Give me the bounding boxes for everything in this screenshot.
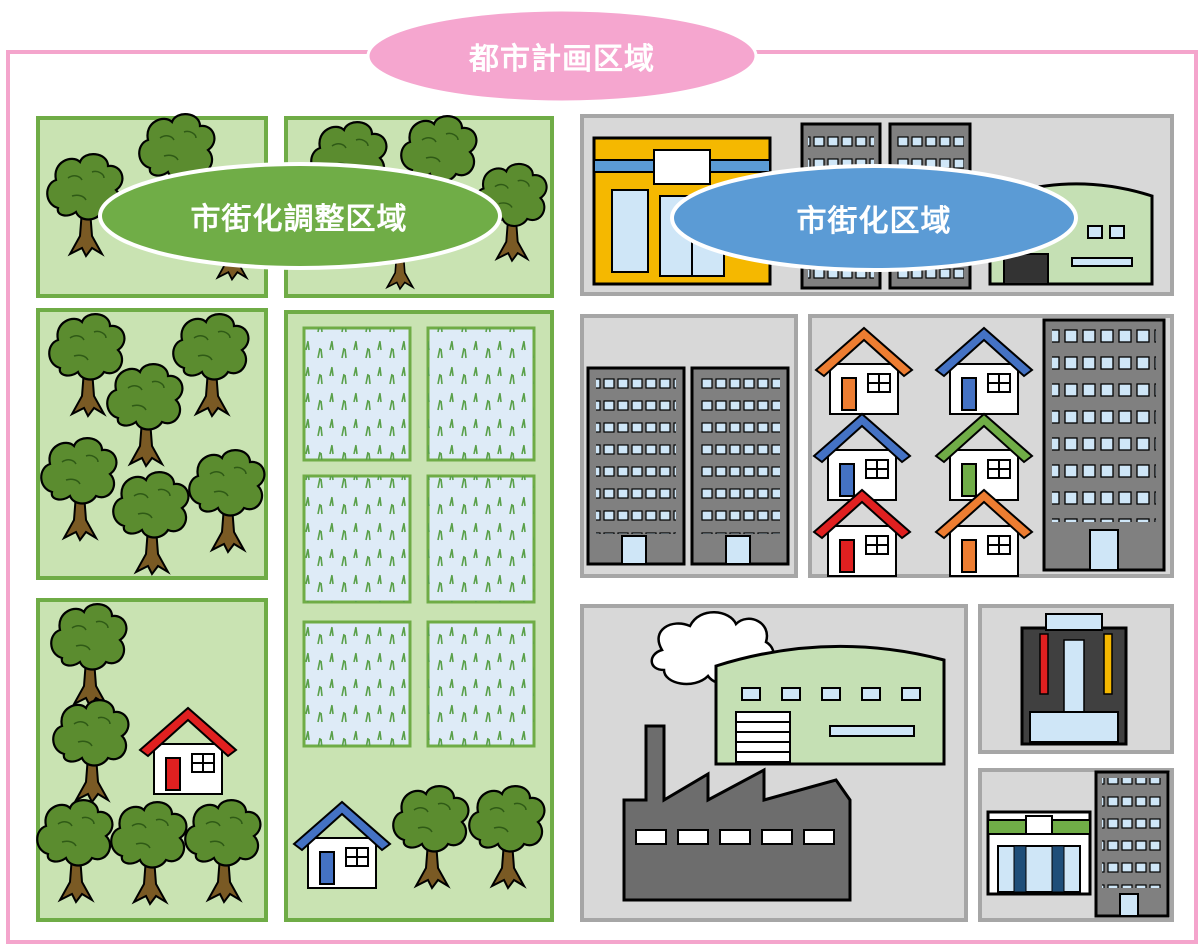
- shop-icon: [986, 810, 1092, 896]
- house-icon: [934, 488, 1034, 577]
- urbanization-control-area-label: 市街化調整区域: [190, 202, 408, 237]
- office-building-icon: [1094, 770, 1170, 918]
- rice-field-icon: [302, 326, 536, 748]
- office-building-icon: [586, 366, 790, 566]
- house-icon: [812, 488, 912, 577]
- hotel-icon: [1020, 613, 1128, 746]
- house-icon: [812, 412, 912, 501]
- urbanization-area-label: 市街化区域: [796, 204, 952, 239]
- house-icon: [292, 800, 392, 889]
- house-icon: [138, 706, 238, 795]
- house-icon: [934, 326, 1034, 415]
- house-icon: [934, 412, 1034, 501]
- house-icon: [814, 326, 914, 415]
- city-planning-label-bg: [366, 8, 758, 104]
- office-building-icon: [1042, 318, 1166, 572]
- control-area-label-bg: [98, 162, 502, 270]
- factory-icon: [622, 611, 946, 902]
- urban-area-label-bg: [670, 164, 1078, 272]
- city-planning-area-label: 都市計画区域: [469, 42, 655, 77]
